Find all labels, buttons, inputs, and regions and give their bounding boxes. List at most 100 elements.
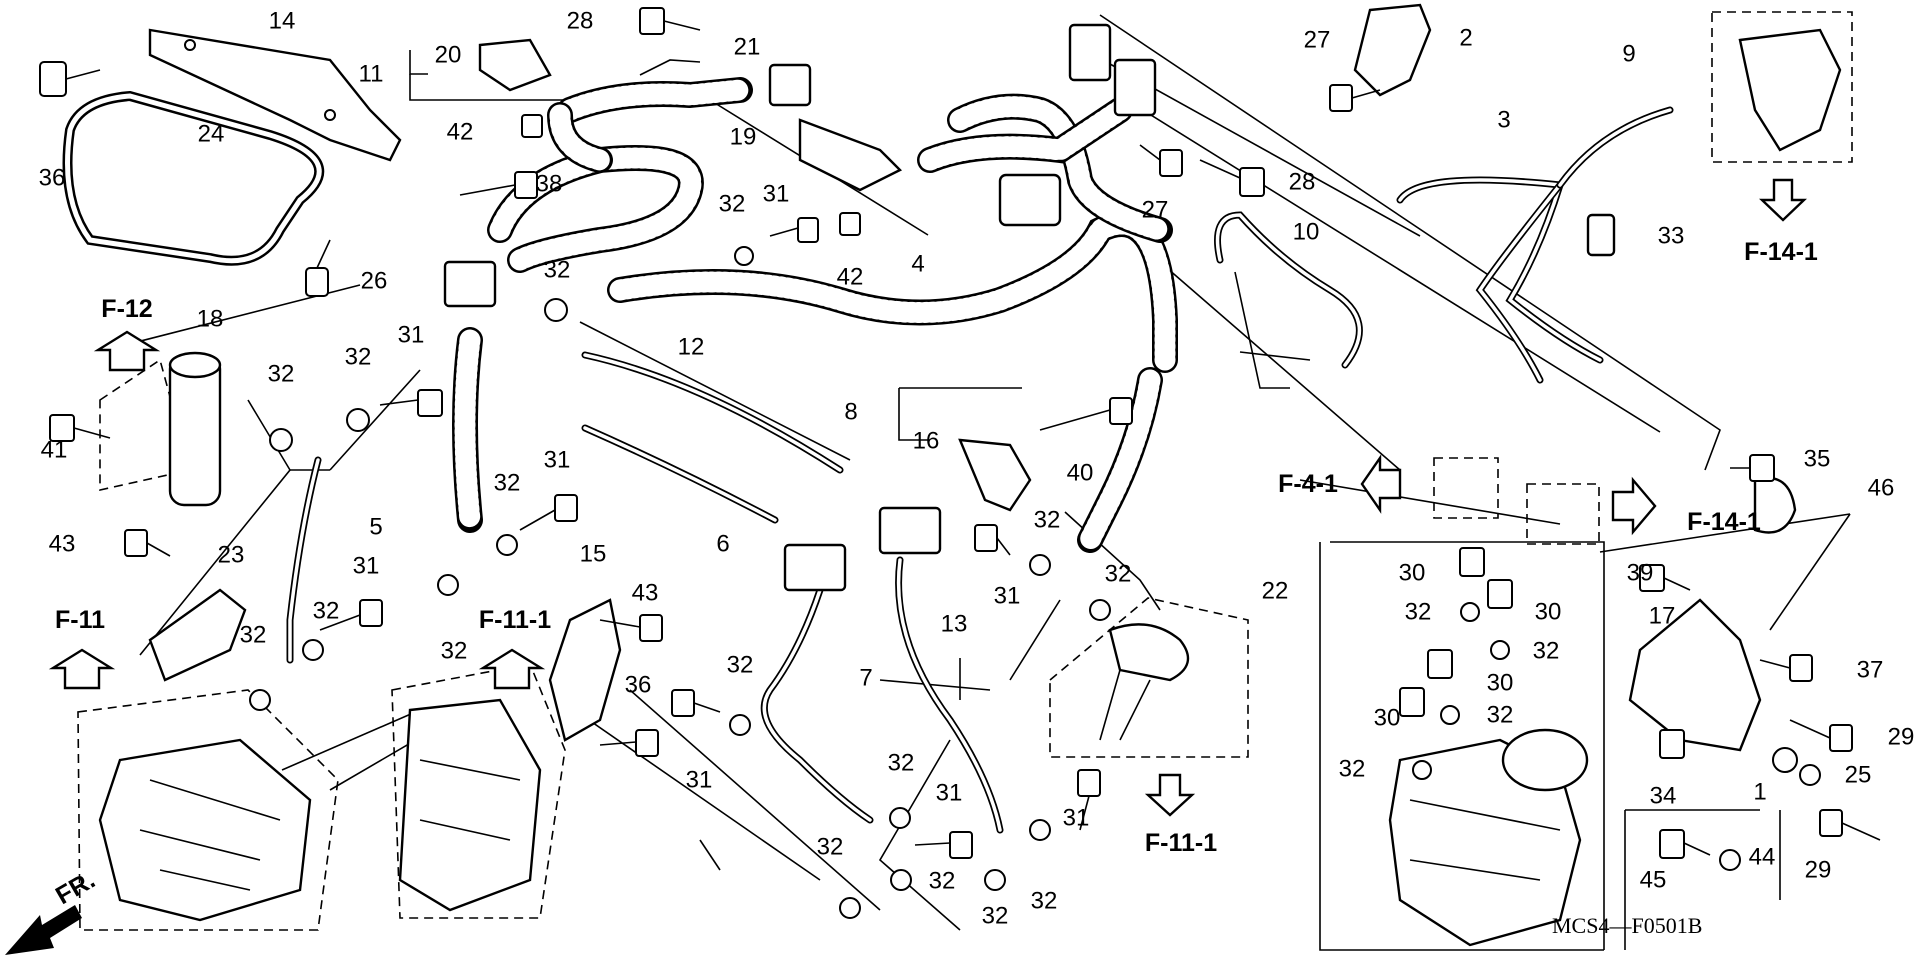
- callout-number: 17: [1649, 603, 1676, 630]
- part-bracket-17: [1628, 598, 1762, 752]
- callout-number: 36: [625, 672, 652, 699]
- callout-number: 35: [1804, 446, 1831, 473]
- callout-number: 46: [1868, 475, 1895, 502]
- bolt-26: [305, 239, 331, 297]
- diagram-code: MCS4—F0501B: [1552, 913, 1702, 938]
- callout-number: 32: [441, 638, 468, 665]
- reference-label: F-4-1: [1278, 470, 1338, 498]
- callout-number: 31: [353, 553, 380, 580]
- inset-f14-top: [1711, 11, 1853, 163]
- callout-number: 27: [1304, 27, 1331, 54]
- callout-number: 33: [1658, 223, 1685, 250]
- hose-vertical-left: [452, 327, 483, 533]
- callout-number: 11: [359, 61, 384, 88]
- part-master-cylinder: [1388, 728, 1589, 947]
- callout-number: 31: [1063, 805, 1090, 832]
- callout-number: 44: [1749, 844, 1776, 871]
- callout-number: 32: [313, 598, 340, 625]
- callout-number: 32: [929, 868, 956, 895]
- callout-number: 4: [911, 251, 924, 278]
- callout-number: 16: [913, 428, 940, 455]
- callout-number: 43: [632, 580, 659, 607]
- callout-number: 32: [888, 750, 915, 777]
- callout-number: 20: [435, 42, 462, 69]
- callout-number: 2: [1459, 25, 1472, 52]
- callout-number: 32: [240, 622, 267, 649]
- callout-number: 30: [1399, 560, 1426, 587]
- callout-number: 21: [734, 34, 761, 61]
- callout-number: 5: [369, 514, 382, 541]
- callout-number: 14: [269, 8, 296, 35]
- callout-number: 31: [763, 181, 790, 208]
- callout-number: 40: [1067, 460, 1094, 487]
- callout-number: 32: [1405, 599, 1432, 626]
- callout-number: 1: [1753, 779, 1766, 806]
- callout-number: 45: [1640, 867, 1667, 894]
- callout-number: 36: [39, 165, 66, 192]
- callout-number: 37: [1857, 657, 1884, 684]
- pipe-10: [1214, 211, 1363, 369]
- inset-f14-fitting: [1526, 483, 1600, 545]
- front-direction-marker: FR.: [5, 866, 100, 955]
- callout-number: 6: [716, 531, 729, 558]
- callout-number: 31: [398, 322, 425, 349]
- reference-label: F-11-1: [1145, 829, 1217, 857]
- inset-caliper-left: [77, 689, 339, 931]
- callout-number: 28: [1289, 169, 1316, 196]
- callout-number: 22: [1262, 578, 1289, 605]
- part-grab-handle-24: [62, 90, 325, 266]
- callout-number: 10: [1293, 219, 1320, 246]
- hose-7: [760, 586, 874, 824]
- callout-number: 31: [544, 447, 571, 474]
- callout-number: 32: [1031, 888, 1058, 915]
- part-clip-20: [478, 38, 552, 92]
- hose-5: [286, 456, 322, 664]
- callout-number: 23: [218, 542, 245, 569]
- part-clamp-46: [1753, 476, 1797, 534]
- callout-number: 32: [1105, 561, 1132, 588]
- callout-number: 30: [1535, 599, 1562, 626]
- callout-number: 32: [1533, 638, 1560, 665]
- callout-number: 9: [1622, 41, 1635, 68]
- callout-number: 3: [1497, 107, 1510, 134]
- callout-number: 43: [49, 531, 76, 558]
- pipe-12: [581, 351, 844, 474]
- callout-number: 25: [1845, 762, 1872, 789]
- pipe-3: [1396, 176, 1604, 384]
- reference-label: F-14-1: [1687, 508, 1761, 536]
- arrow-right-f14-1: [1611, 476, 1657, 536]
- arrow-up-f12: [93, 330, 161, 372]
- reference-arrows: [48, 178, 1807, 817]
- callout-number: 41: [41, 437, 68, 464]
- callout-number: 38: [536, 171, 563, 198]
- inset-master-cylinder: [1049, 597, 1249, 758]
- callout-number: 34: [1650, 783, 1677, 810]
- inset-f4-fitting: [1433, 457, 1499, 519]
- callout-number: 13: [941, 611, 968, 638]
- callout-number: 30: [1487, 670, 1514, 697]
- callout-number: 29: [1805, 857, 1832, 884]
- callout-number: 8: [844, 399, 857, 426]
- callout-number: 15: [580, 541, 607, 568]
- part-clip-33: [1586, 213, 1616, 257]
- callout-number: 27: [1142, 197, 1169, 224]
- callout-number: 32: [817, 834, 844, 861]
- callout-number: 30: [1374, 705, 1401, 732]
- pipe-9: [1556, 106, 1674, 189]
- callout-number: 7: [859, 665, 872, 692]
- callout-number: 12: [678, 334, 705, 361]
- callout-number: 39: [1627, 560, 1654, 587]
- part-clip-16: [958, 438, 1032, 512]
- reference-label: F-11-1: [479, 606, 551, 634]
- hose-front-upper: [917, 93, 1173, 553]
- reference-label: F-11: [55, 606, 105, 634]
- inset-boxes: [77, 11, 1853, 931]
- arrow-down-f14-1: [1759, 178, 1807, 222]
- callout-number: 24: [198, 121, 225, 148]
- callout-number: 32: [719, 191, 746, 218]
- callout-number: 31: [994, 583, 1021, 610]
- part-f14-fitting-top: [1738, 28, 1842, 152]
- callout-number: 19: [730, 124, 757, 151]
- reference-label: F-14-1: [1744, 238, 1818, 266]
- callout-number: 29: [1888, 724, 1915, 751]
